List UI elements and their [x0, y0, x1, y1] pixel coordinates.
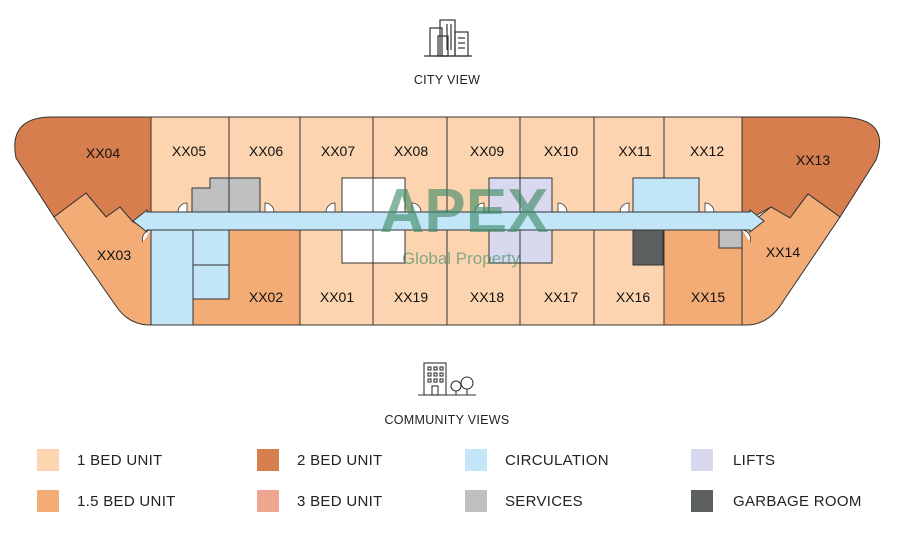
legend-swatch-1-bed: [37, 449, 59, 471]
legend-label: LIFTS: [733, 452, 775, 469]
legend-label: GARBAGE ROOM: [733, 493, 862, 510]
unit-label: XX19: [394, 289, 428, 305]
unit-xx14[interactable]: [741, 193, 841, 326]
circulation-column: [150, 229, 194, 326]
unit-label: XX13: [796, 152, 830, 168]
unit-label: XX09: [470, 143, 504, 159]
circulation-box: [632, 177, 700, 213]
legend-swatch-1-5-bed: [37, 490, 59, 512]
unit-label: XX02: [249, 289, 283, 305]
unit-label: XX14: [766, 244, 800, 260]
community-views-label: COMMUNITY VIEWS: [384, 413, 509, 427]
unit-xx03[interactable]: [53, 192, 152, 326]
unit-label: XX06: [249, 143, 283, 159]
garbage-room: [632, 229, 664, 266]
unit-label: XX12: [690, 143, 724, 159]
unit-label: XX03: [97, 247, 131, 263]
unit-label: XX15: [691, 289, 725, 305]
legend-swatch-circulation: [465, 449, 487, 471]
corridor-circulation: [132, 208, 765, 234]
unit-label: XX18: [470, 289, 504, 305]
unit-label: XX08: [394, 143, 428, 159]
legend-label: SERVICES: [505, 493, 583, 510]
unit-label: XX05: [172, 143, 206, 159]
circulation-box: [192, 229, 230, 266]
legend-label: 1.5 BED UNIT: [77, 493, 176, 510]
unit-label: XX07: [321, 143, 355, 159]
legend-label: 1 BED UNIT: [77, 452, 163, 469]
services-area: [718, 229, 743, 249]
building-trees-icon: [418, 362, 476, 396]
legend-swatch-services: [465, 490, 487, 512]
unit-label: XX16: [616, 289, 650, 305]
legend-swatch-2-bed: [257, 449, 279, 471]
unit-label: XX10: [544, 143, 578, 159]
apex-watermark-logo: APEX Global Property: [380, 177, 549, 268]
circulation-box: [192, 264, 230, 300]
legend-swatch-lifts: [691, 449, 713, 471]
unit-label: XX04: [86, 145, 120, 161]
legend: 1 BED UNIT 2 BED UNIT CIRCULATION LIFTS …: [37, 449, 862, 512]
legend-swatch-3-bed: [257, 490, 279, 512]
legend-label: 2 BED UNIT: [297, 452, 383, 469]
unit-label: XX01: [320, 289, 354, 305]
unit-label: XX17: [544, 289, 578, 305]
legend-label: 3 BED UNIT: [297, 493, 383, 510]
city-view-label: CITY VIEW: [414, 73, 480, 87]
legend-label: CIRCULATION: [505, 452, 609, 469]
watermark-brand: APEX: [380, 177, 549, 246]
legend-swatch-garbage-room: [691, 490, 713, 512]
city-buildings-icon: [424, 19, 472, 57]
unit-label: XX11: [618, 143, 651, 159]
watermark-tagline: Global Property: [402, 249, 521, 268]
